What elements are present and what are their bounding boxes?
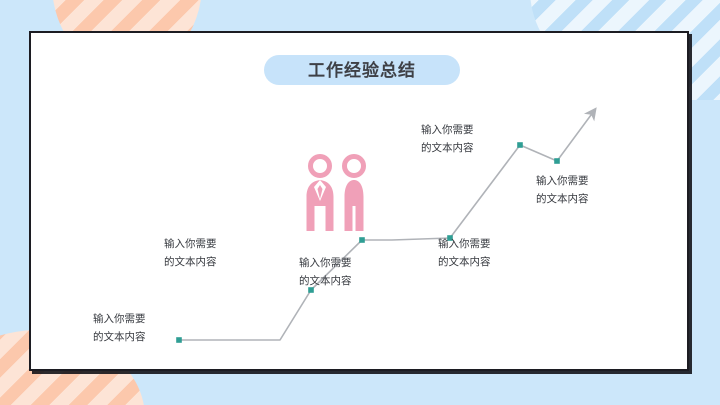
label-6-line-2: 的文本内容: [536, 193, 589, 206]
label-4-line-1: 输入你需要: [438, 238, 491, 250]
label-2: 输入你需要 的文本内容: [164, 235, 217, 272]
label-4-line-2: 的文本内容: [438, 256, 491, 269]
two-people-icon: [294, 149, 374, 241]
chart-marker-5: [517, 142, 523, 148]
label-3: 输入你需要 的文本内容: [299, 254, 352, 291]
chart-line-path: [178, 107, 597, 341]
label-5-line-2: 的文本内容: [421, 142, 474, 155]
slide-card: 工作经验总结: [29, 31, 689, 371]
chart-marker-1: [176, 337, 182, 343]
chart-marker-6: [554, 158, 560, 164]
label-6-line-1: 输入你需要: [536, 175, 589, 187]
title-pill: 工作经验总结: [264, 55, 460, 85]
label-4: 输入你需要 的文本内容: [438, 235, 491, 272]
label-3-line-2: 的文本内容: [299, 275, 352, 288]
page-title: 工作经验总结: [308, 60, 416, 80]
label-1-line-1: 输入你需要: [93, 313, 146, 325]
label-5-line-1: 输入你需要: [421, 124, 474, 136]
label-3-line-1: 输入你需要: [299, 257, 352, 269]
label-5: 输入你需要 的文本内容: [421, 121, 474, 158]
label-1-line-2: 的文本内容: [93, 331, 146, 344]
label-1: 输入你需要 的文本内容: [93, 310, 146, 347]
label-2-line-1: 输入你需要: [164, 238, 217, 250]
label-2-line-2: 的文本内容: [164, 256, 217, 269]
label-6: 输入你需要 的文本内容: [536, 172, 589, 209]
